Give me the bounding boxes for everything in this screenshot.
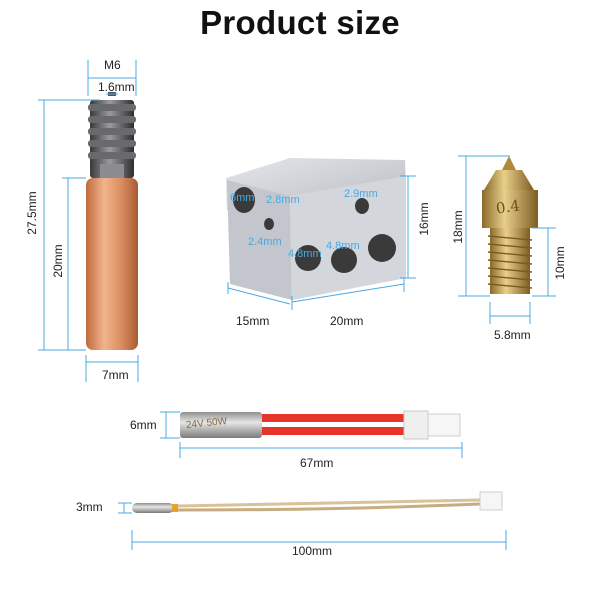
heater-block-dimensions	[227, 175, 416, 310]
heater-block-hole-label: 2.8mm	[266, 194, 300, 206]
heatbreak	[86, 92, 138, 350]
heatbreak-dimensions	[38, 60, 139, 382]
heatbreak-tube-length-label: 20mm	[51, 244, 65, 278]
heater-cartridge-diameter-label: 6mm	[130, 418, 157, 432]
thermistor-length-label: 100mm	[292, 544, 333, 558]
heatbreak-bore-label: 1.6mm	[98, 80, 135, 94]
nozzle-diameter-label: 5.8mm	[494, 328, 531, 342]
nozzle-marking: 0.4	[494, 196, 521, 218]
heater-block-hole-label: 6mm	[230, 192, 255, 204]
heater-block-holes	[233, 187, 396, 273]
thermistor-diameter-label: 3mm	[76, 500, 103, 514]
heater-block	[226, 158, 406, 300]
heater-block-hole-label: 2.4mm	[248, 236, 282, 248]
heater-block-height-label: 16mm	[417, 202, 431, 236]
heater-block-hole-label: 4.8mm	[326, 240, 360, 252]
thermistor-dimensions	[118, 502, 507, 550]
heatbreak-thread	[88, 100, 136, 180]
heater-block-depth-label: 15mm	[236, 314, 270, 328]
heatbreak-total-length-label: 27.5mm	[25, 191, 39, 235]
heater-block-hole-label: 2.9mm	[344, 188, 378, 200]
heatbreak-thread-label: M6	[104, 58, 121, 72]
page-title: Product size	[200, 4, 400, 41]
heater-cartridge-dimensions	[160, 411, 463, 458]
heater-block-width-label: 20mm	[330, 314, 364, 328]
heater-block-hole-label: 4.8mm	[288, 248, 322, 260]
nozzle-dimensions	[458, 155, 556, 324]
heater-cartridge-length-label: 67mm	[300, 456, 334, 470]
heatbreak-copper-tube	[86, 178, 138, 350]
thermistor	[132, 491, 503, 513]
heatbreak-diameter-label: 7mm	[102, 368, 129, 382]
nozzle-total-length-label: 18mm	[451, 210, 465, 244]
nozzle	[482, 156, 538, 294]
heater-cartridge	[180, 410, 461, 440]
nozzle-thread-length-label: 10mm	[553, 246, 567, 280]
